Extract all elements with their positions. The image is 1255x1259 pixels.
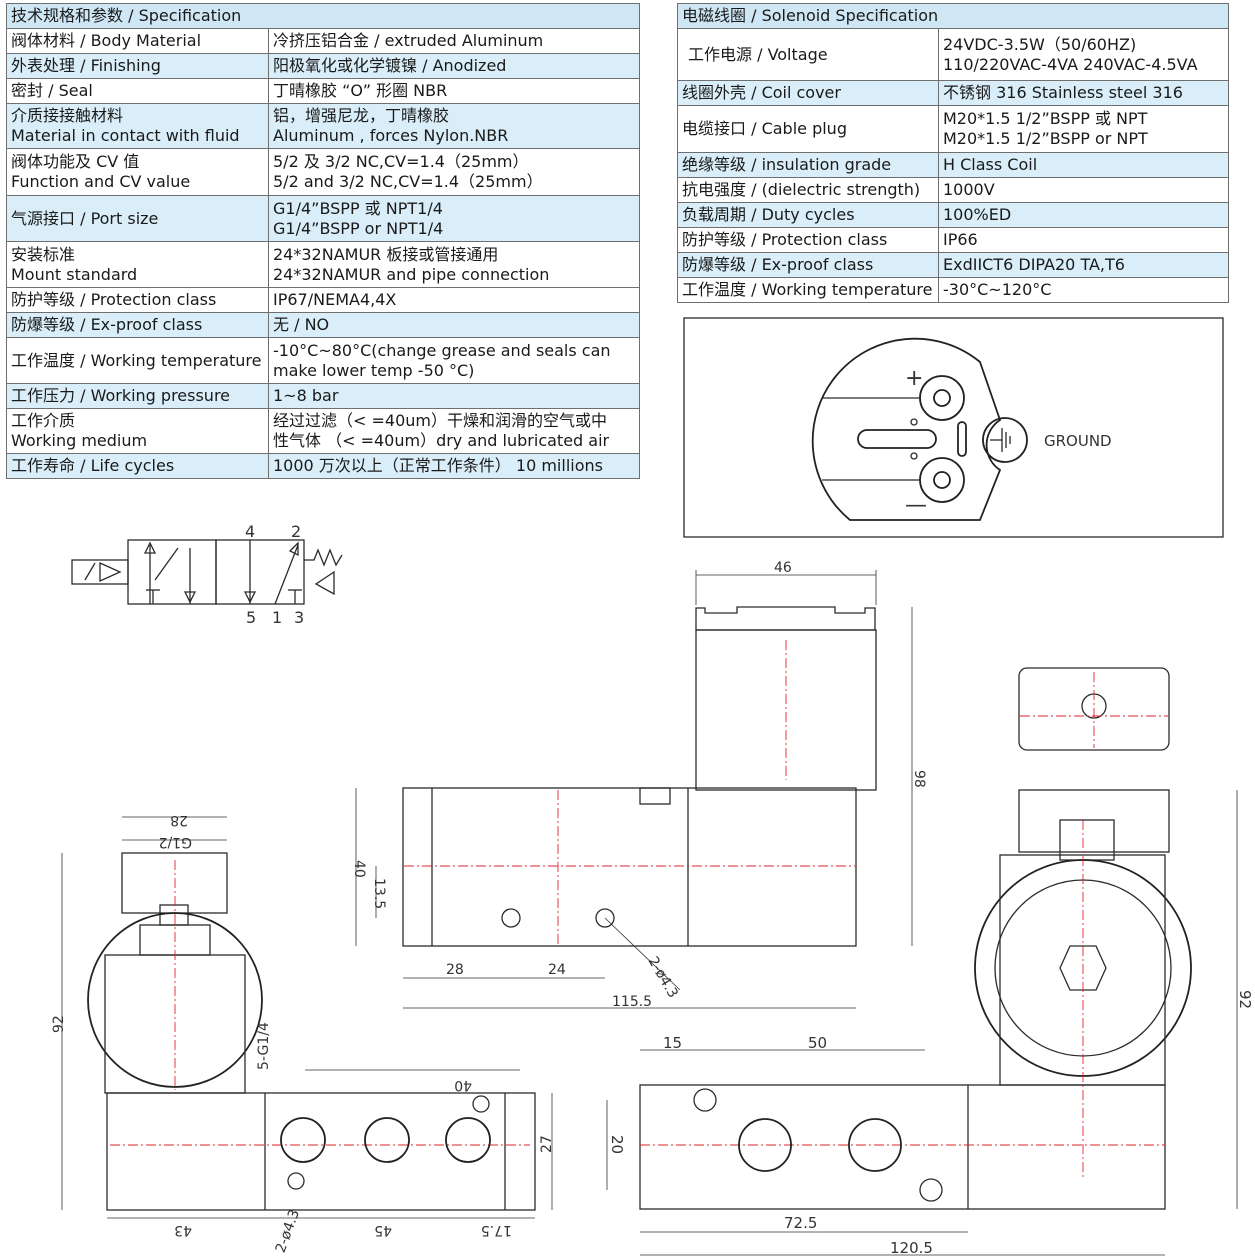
coil-housing	[695, 629, 877, 791]
dim-72-5: 72.5	[784, 1214, 817, 1232]
bottom-view: 15 50 20 72.5 120.5 92	[606, 667, 1254, 1257]
solenoid-value: 100%ED	[938, 202, 1229, 228]
solenoid-table: 电磁线圈 / Solenoid Specification 工作电源 / Vol…	[677, 3, 1229, 303]
spec-key: 防护等级 / Protection class	[6, 287, 269, 313]
port-label-5: 5	[246, 608, 256, 627]
dim-13-5: 13.5	[371, 878, 387, 909]
dim-40: 40	[351, 860, 367, 878]
valve-body	[402, 787, 857, 947]
coil-diagram-frame	[683, 317, 1224, 538]
dim-115-5: 115.5	[612, 994, 652, 1010]
dim-5-g14: 5-G1/4	[256, 1022, 272, 1070]
spec-key: 工作寿命 / Life cycles	[6, 453, 269, 479]
positive-terminal	[919, 375, 965, 421]
dim-28-side: 28	[170, 812, 188, 828]
plus-sign: +	[905, 366, 923, 391]
solenoid-value: 不锈钢 316 Stainless steel 316	[938, 80, 1229, 106]
slot	[857, 429, 937, 449]
solenoid-key: 防爆等级 / Ex-proof class	[677, 252, 939, 278]
coil-body-outline	[811, 337, 1002, 521]
spec-value: 5/2 及 3/2 NC,CV=1.4（25mm）5/2 and 3/2 NC,…	[267, 148, 641, 196]
dim-40-side: 40	[454, 1077, 472, 1093]
port-label-3: 3	[294, 608, 304, 627]
port-label-1: 1	[272, 608, 282, 627]
spec-table-header: 技术规格和参数 / Specification	[5, 3, 641, 29]
solenoid-key: 工作温度 / Working temperature	[677, 277, 939, 303]
solenoid-key: 绝缘等级 / insulation grade	[677, 152, 939, 178]
front-view: 46 98 40 13.5 28 24 115.5 2-ø4.3	[351, 560, 927, 1010]
solenoid-key: 工作电源 / Voltage	[677, 28, 939, 81]
spec-value: 丁晴橡胶 “O” 形圈 NBR	[267, 78, 641, 104]
spec-value: 1~8 bar	[267, 383, 641, 409]
solenoid-value: 24VDC-3.5W（50/60HZ)110/220VAC-4VA 240VAC…	[938, 28, 1229, 81]
specification-table: 技术规格和参数 / Specification 阀体材料 / Body Mate…	[5, 3, 641, 479]
ground-label: GROUND	[1044, 432, 1112, 450]
dim-120-5: 120.5	[890, 1239, 933, 1257]
spec-value: 1000 万次以上（正常工作条件） 10 millions	[267, 453, 641, 479]
spec-value: 阳极氧化或化学镀镍 / Anodized	[267, 53, 641, 79]
solenoid-key: 抗电强度 / (dielectric strength)	[677, 177, 939, 203]
cable-plug	[121, 852, 228, 914]
dim-24: 24	[548, 962, 566, 978]
spec-key: 密封 / Seal	[6, 78, 269, 104]
spec-value: IP67/NEMA4,4X	[267, 287, 641, 313]
dim-27: 27	[539, 1135, 555, 1153]
manifold-base	[106, 1092, 536, 1211]
valve-base	[639, 1084, 1166, 1210]
negative-terminal	[919, 457, 965, 503]
spec-key: 工作压力 / Working pressure	[6, 383, 269, 409]
dim-43: 43	[174, 1222, 192, 1238]
solenoid-value: ExdIICT6 DIPA20 TA,T6	[938, 252, 1229, 278]
dim-17-5: 17.5	[481, 1222, 512, 1238]
spec-key: 外表处理 / Finishing	[6, 53, 269, 79]
dim-2-holes-side: 2-ø4.3	[273, 1207, 303, 1255]
dim-28: 28	[446, 962, 464, 978]
terminal-cover	[1018, 667, 1170, 751]
dim-98: 98	[911, 770, 927, 788]
dim-46: 46	[774, 560, 792, 576]
port-label-2: 2	[291, 522, 301, 541]
port-label-4: 4	[245, 522, 255, 541]
coil-wiring-diagram: GROUND + —	[683, 317, 1224, 538]
spec-value: 经过过滤（< =40um）干燥和润滑的空气或中性气体 （< =40um）dry …	[267, 408, 641, 454]
solenoid-table-header: 电磁线圈 / Solenoid Specification	[677, 3, 1229, 29]
solenoid-value: 1000V	[938, 177, 1229, 203]
dim-92-side: 92	[51, 1015, 67, 1033]
valve-symbol: 4 2 5 1 3	[71, 522, 343, 627]
solenoid-value: -30°C~120°C	[938, 277, 1229, 303]
solenoid-value: H Class Coil	[938, 152, 1229, 178]
dim-15: 15	[663, 1034, 682, 1052]
dim-45: 45	[374, 1222, 392, 1238]
dim-20: 20	[608, 1135, 626, 1154]
dim-g12: G1/2	[159, 834, 192, 850]
ground-icon	[982, 417, 1028, 463]
minus-sign: —	[905, 493, 927, 518]
side-view: 28 G1/2 92 40 5-G1/4 27 43 45 17.5 2-ø4.…	[51, 812, 555, 1255]
dim-92-right: 92	[1236, 990, 1254, 1009]
coil-outer	[87, 912, 263, 1088]
dim-50: 50	[808, 1034, 827, 1052]
solenoid-key: 电缆接口 / Cable plug	[677, 105, 939, 153]
solenoid-key: 线圈外壳 / Coil cover	[677, 80, 939, 106]
